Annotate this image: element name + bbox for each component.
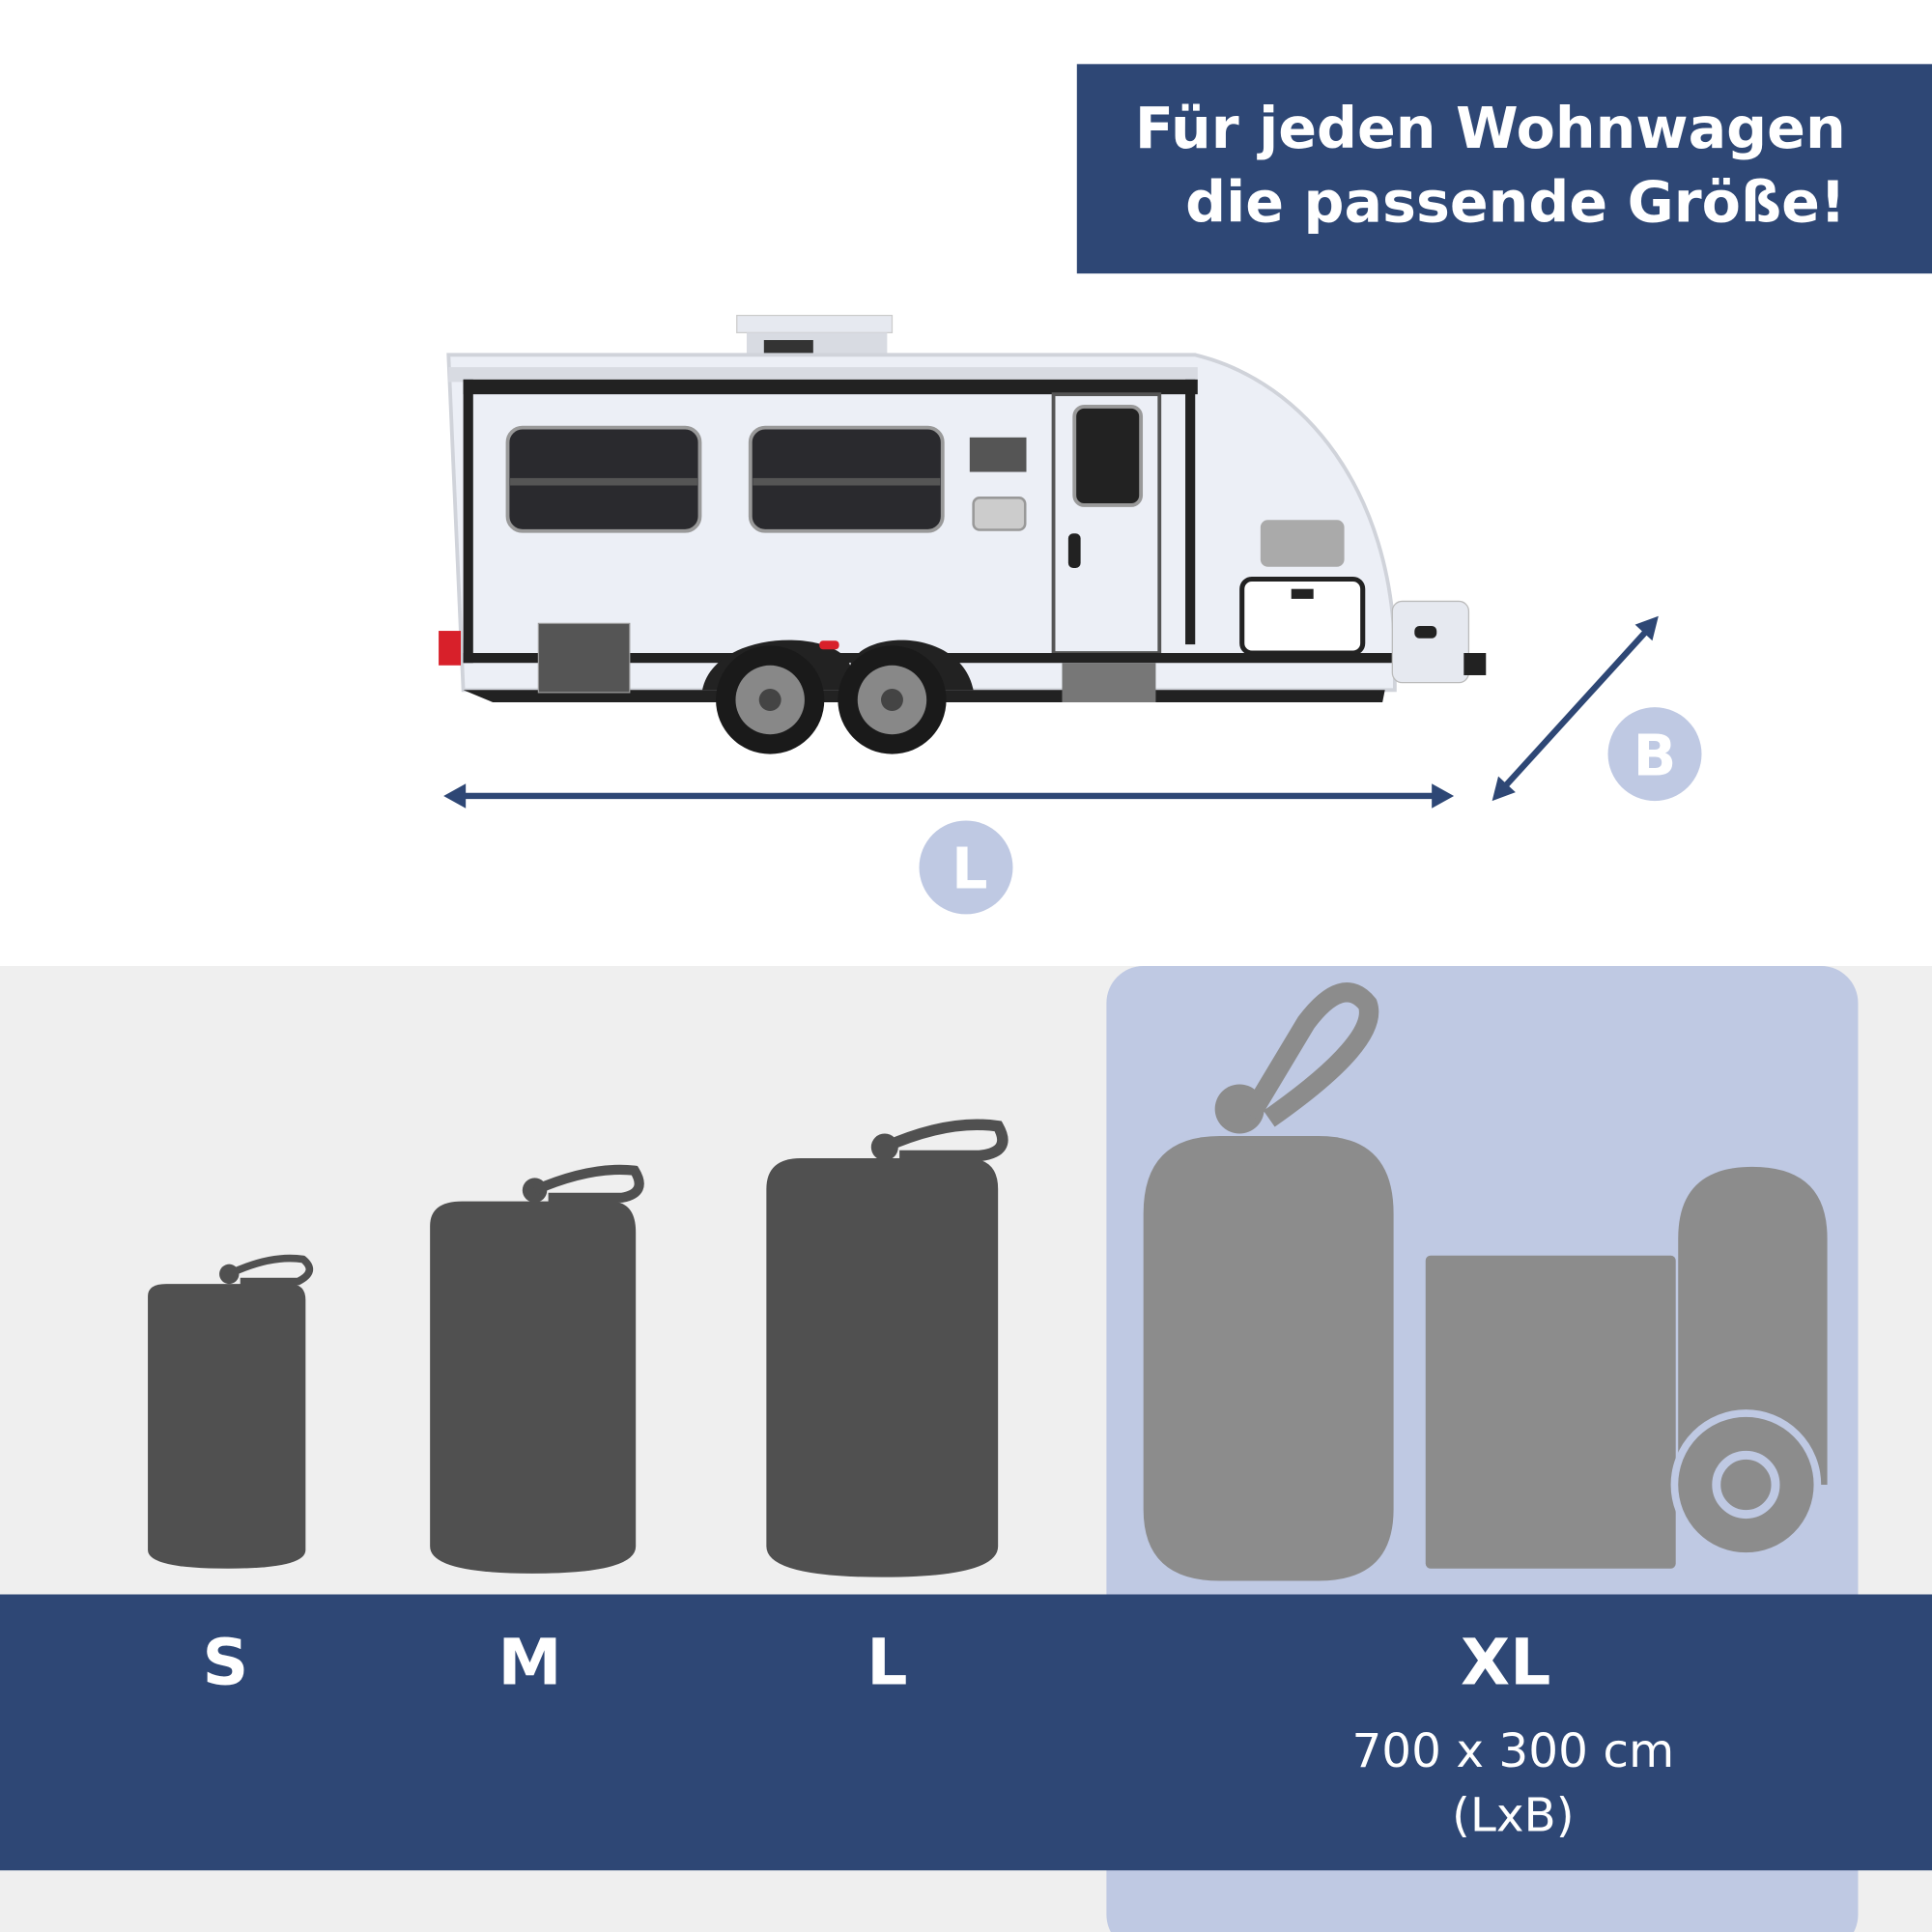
xl-dimensions: 700 x 300 cm <box>1351 1724 1674 1778</box>
header-banner: Für jeden Wohnwagen die passende Größe! <box>1076 64 1932 274</box>
size-label-m: M <box>497 1625 561 1700</box>
header-line-1: Für jeden Wohnwagen <box>1135 96 1846 161</box>
wheel <box>716 645 825 754</box>
bag-s <box>148 1254 314 1569</box>
size-label-s: S <box>203 1625 249 1700</box>
caravan-illustration <box>439 314 1487 754</box>
width-badge: B <box>1607 707 1702 802</box>
header-line-2: die passende Größe! <box>1185 170 1846 236</box>
length-badge: L <box>919 820 1013 915</box>
xl-dimensions-note: (LxB) <box>1452 1788 1575 1842</box>
length-label: L <box>952 837 987 902</box>
size-label-band <box>0 1594 1932 1871</box>
width-arrow <box>1492 615 1659 802</box>
wheel <box>838 645 947 754</box>
size-label-l: L <box>867 1625 907 1700</box>
unrolled-cover <box>1425 1166 1828 1569</box>
bag-xl <box>1143 982 1394 1581</box>
bag-m <box>430 1164 644 1574</box>
length-arrow <box>443 783 1455 809</box>
size-label-xl: XL <box>1461 1625 1550 1700</box>
bag-l <box>766 1119 1009 1577</box>
width-label: B <box>1634 723 1677 788</box>
